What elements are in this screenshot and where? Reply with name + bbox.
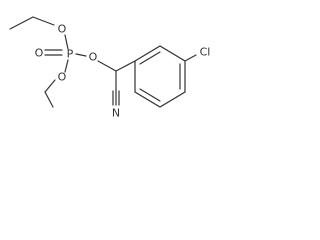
benzene-ring bbox=[134, 45, 186, 108]
label-layer: O O P O O N Cl bbox=[35, 23, 211, 120]
atom-o-bridge: O bbox=[89, 51, 98, 64]
atom-p: P bbox=[67, 48, 74, 61]
bond-layer bbox=[9, 16, 197, 108]
molecule-canvas: O O P O O N Cl bbox=[0, 0, 229, 135]
bond-ch-ring bbox=[115, 60, 136, 72]
bond-ring-cl bbox=[184, 54, 197, 62]
bond-p-o-bottom bbox=[64, 59, 69, 73]
bond-ethyl-bottom-ch2 bbox=[44, 79, 56, 93]
bond-ethyl-top-ch3 bbox=[9, 16, 34, 30]
structure-drawing: O O P O O N Cl bbox=[9, 16, 211, 120]
atom-o-double: O bbox=[35, 47, 44, 60]
atom-n: N bbox=[112, 107, 120, 120]
bond-o-top-p bbox=[64, 34, 69, 50]
bond-p-o-bridge bbox=[75, 53, 87, 57]
bond-o-ch bbox=[97, 60, 117, 72]
atom-cl: Cl bbox=[200, 46, 211, 59]
ring-double-3 bbox=[139, 88, 161, 102]
atom-o-top: O bbox=[58, 23, 67, 36]
bond-ethyl-bottom-ch3 bbox=[44, 91, 54, 108]
atom-o-bottom: O bbox=[58, 71, 67, 84]
bond-ethyl-top-ch2 bbox=[32, 16, 55, 26]
ring-double-1 bbox=[139, 51, 161, 65]
